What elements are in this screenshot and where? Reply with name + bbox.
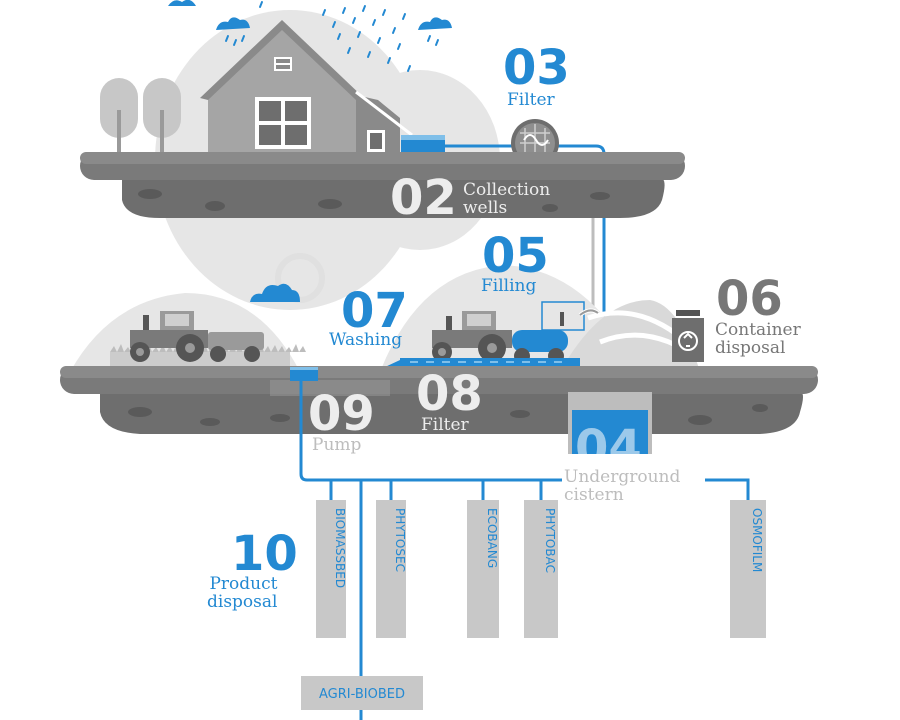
step-08-label: Filter bbox=[421, 415, 469, 435]
disposal-label-biomassbed: BIOMASSBED bbox=[333, 508, 347, 588]
step-09-label: Pump bbox=[312, 435, 362, 455]
step-06-label: Container disposal bbox=[715, 320, 801, 358]
step-07-label: Washing bbox=[329, 330, 403, 350]
step-02-number: 02 bbox=[390, 170, 457, 226]
tree-icon bbox=[100, 78, 138, 155]
step-08-number: 08 bbox=[416, 366, 483, 422]
step-05-label: Filling bbox=[481, 276, 537, 296]
house-icon bbox=[200, 20, 413, 155]
step-03-label: Filter bbox=[507, 90, 555, 110]
washing-plate bbox=[385, 358, 580, 367]
step-06-number: 06 bbox=[716, 271, 783, 327]
rain-icon bbox=[225, 1, 439, 72]
disposal-label-phytobac: PHYTOBAC bbox=[543, 508, 557, 573]
step-09-number: 09 bbox=[308, 386, 375, 442]
phytobac-box bbox=[524, 500, 558, 638]
tree-icon bbox=[143, 78, 181, 155]
tractor-icon bbox=[130, 311, 264, 362]
step-05-number: 05 bbox=[482, 228, 549, 284]
filling-station bbox=[541, 301, 600, 331]
cloud-icon bbox=[168, 0, 196, 6]
cloud-icon bbox=[216, 17, 250, 30]
sun-icon bbox=[275, 253, 325, 303]
step-10-label: Product disposal bbox=[207, 574, 278, 612]
step-04-number: 04 bbox=[575, 420, 642, 476]
distribution-line bbox=[329, 478, 750, 500]
cloud-icon bbox=[418, 17, 452, 30]
ecobang-box bbox=[467, 500, 499, 638]
disposal-label-phytosec: PHYTOSEC bbox=[393, 508, 407, 572]
disposal-label-agri-biobed: AGRI-BIOBED bbox=[319, 687, 405, 702]
step-07-number: 07 bbox=[341, 283, 408, 339]
disposal-label-ecobang: ECOBANG bbox=[485, 508, 499, 568]
osmofilm-box bbox=[730, 500, 766, 638]
cloud-icon bbox=[250, 283, 300, 302]
phytosec-box bbox=[376, 500, 406, 638]
step-10-number: 10 bbox=[231, 526, 298, 582]
step-02-label: Collection wells bbox=[463, 180, 551, 218]
step-04-label: Underground cistern bbox=[564, 467, 681, 505]
tractor-icon bbox=[432, 311, 568, 364]
top-platform bbox=[80, 152, 685, 218]
step-03-number: 03 bbox=[503, 40, 570, 96]
cistern bbox=[568, 392, 652, 454]
recycle-bin-icon bbox=[672, 310, 704, 362]
pump-box bbox=[290, 367, 318, 381]
agri-biobed-box bbox=[301, 676, 423, 710]
disposal-label-osmofilm: OSMOFILM bbox=[750, 508, 764, 572]
biomassbed-box bbox=[316, 500, 346, 638]
